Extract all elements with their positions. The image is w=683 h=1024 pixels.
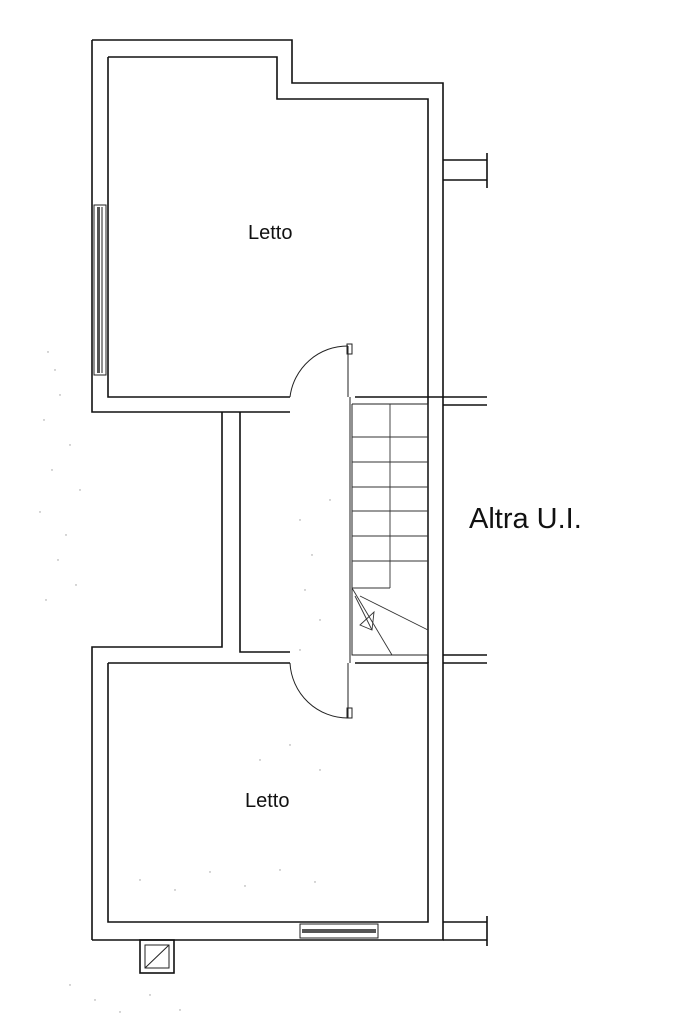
- staircase-icon: [351, 403, 429, 656]
- dot-texture: [39, 351, 331, 1013]
- flue-shaft-icon: [139, 939, 175, 974]
- room-label-top: Letto: [248, 222, 293, 244]
- bottom-room-walls: [92, 662, 488, 946]
- top-room-window: [93, 204, 107, 376]
- bottom-room-window: [299, 923, 379, 939]
- door-swing-icon: [289, 343, 353, 719]
- other-unit-label: Altra U.I.: [469, 503, 582, 535]
- room-label-bottom: Letto: [245, 790, 290, 812]
